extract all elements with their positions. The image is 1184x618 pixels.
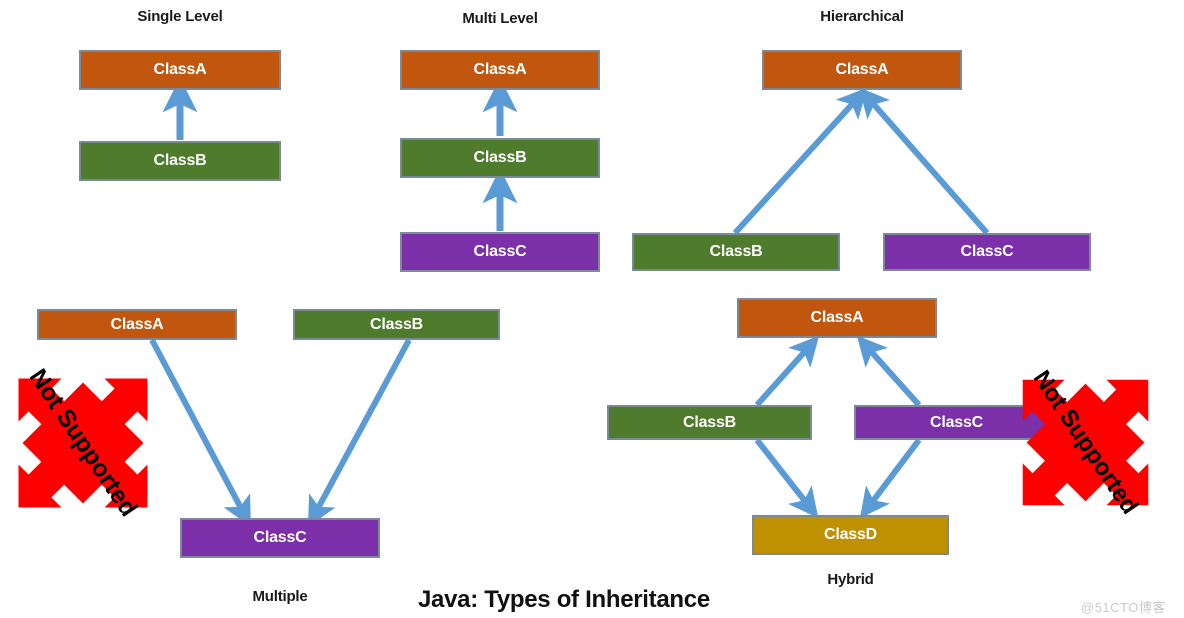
arrow-hyb-c-to-d bbox=[859, 438, 922, 519]
multi-level-box-classc[interactable]: ClassC bbox=[400, 232, 600, 272]
arrow-mult-a-to-c bbox=[149, 338, 251, 527]
hybrid-box-classb[interactable]: ClassB bbox=[607, 405, 812, 440]
section-label-hybrid: Hybrid bbox=[827, 571, 874, 588]
single-level-box-classb[interactable]: ClassB bbox=[79, 141, 281, 181]
badge-text-hybrid: Not Supported bbox=[1028, 366, 1144, 520]
quad-arrow-icon bbox=[19, 379, 147, 507]
section-label-hierarchical: Hierarchical bbox=[820, 8, 904, 25]
multi-level-box-classb[interactable]: ClassB bbox=[400, 138, 600, 178]
quad-arrow-icon bbox=[1024, 381, 1147, 504]
arrow-mult-b-to-c bbox=[308, 338, 412, 527]
hierarchical-box-classb[interactable]: ClassB bbox=[632, 233, 840, 271]
hierarchical-box-classa[interactable]: ClassA bbox=[762, 50, 962, 90]
hierarchical-box-classc[interactable]: ClassC bbox=[883, 233, 1091, 271]
watermark: @51CTO博客 bbox=[1081, 600, 1166, 615]
arrow-hyb-b-to-a bbox=[754, 335, 820, 408]
single-level-box-classa[interactable]: ClassA bbox=[79, 50, 281, 90]
badge-not-supported-multiple: Not Supported bbox=[0, 348, 178, 538]
section-label-multiple: Multiple bbox=[252, 588, 308, 605]
arrow-hier-b-to-a bbox=[732, 87, 868, 236]
badge-not-supported-hybrid: Not Supported bbox=[993, 350, 1178, 535]
badge-text-multiple: Not Supported bbox=[24, 364, 142, 521]
multiple-box-classb[interactable]: ClassB bbox=[293, 309, 500, 340]
arrow-hier-c-to-a bbox=[858, 87, 990, 235]
arrow-hyb-b-to-d bbox=[754, 438, 819, 519]
multiple-box-classa[interactable]: ClassA bbox=[37, 309, 237, 340]
multi-level-box-classa[interactable]: ClassA bbox=[400, 50, 600, 90]
hybrid-box-classa[interactable]: ClassA bbox=[737, 298, 937, 338]
hybrid-box-classc[interactable]: ClassC bbox=[854, 405, 1059, 440]
arrow-hyb-c-to-a bbox=[856, 335, 922, 408]
section-label-multi-level: Multi Level bbox=[462, 10, 538, 27]
page-title: Java: Types of Inheritance bbox=[418, 586, 710, 613]
hybrid-box-classd[interactable]: ClassD bbox=[752, 515, 949, 555]
multiple-box-classc[interactable]: ClassC bbox=[180, 518, 380, 558]
section-label-single-level: Single Level bbox=[137, 8, 223, 25]
